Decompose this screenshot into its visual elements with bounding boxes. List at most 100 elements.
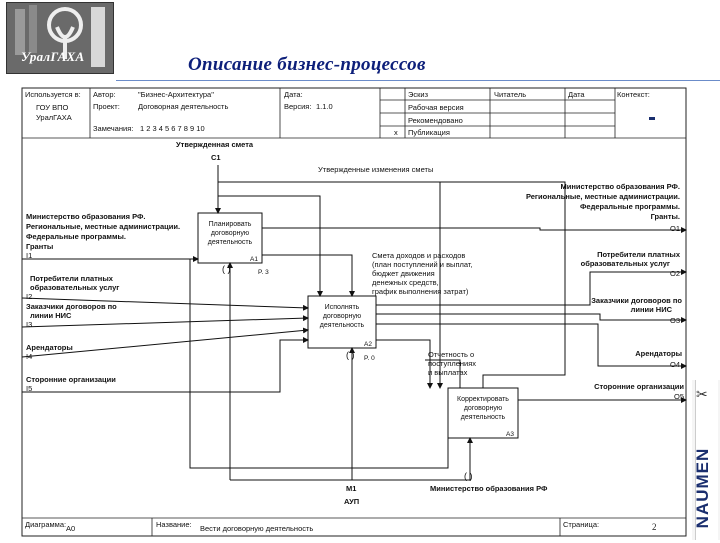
input-i1-id: I1 <box>26 251 32 260</box>
output-o5-label: Сторонние организации <box>594 382 684 391</box>
output-o1-id: O1 <box>670 224 680 233</box>
form-header <box>22 88 686 139</box>
output-o3-id: O3 <box>670 316 680 325</box>
arrow-c1-to-a2 <box>217 182 323 297</box>
arrow-o3 <box>376 313 687 323</box>
arrow-i4 <box>21 327 309 358</box>
a2-cost: P. 0 <box>364 355 375 362</box>
arrow-a3-feedback <box>440 181 566 388</box>
input-i1-line-2: Региональные, местные администрации. <box>26 222 180 231</box>
status-published-mark: x <box>394 128 398 137</box>
arrow-report-loop <box>425 359 461 388</box>
logo-graphic <box>7 3 113 73</box>
status-recommended: Рекомендовано <box>408 116 463 125</box>
mechanism-m1-id: M1 <box>346 484 356 493</box>
output-o1-line-3: Федеральные программы. <box>580 202 680 211</box>
brand-sidebar: ✂ NAUMEN <box>692 380 720 540</box>
output-o1-line-4: Гранты. <box>651 212 680 221</box>
context-marker <box>649 117 655 120</box>
tunnel-bracket-a3: ( ) <box>464 471 473 481</box>
top-annotation: Утвержденные изменения сметы <box>318 165 433 174</box>
activity-box-a2 <box>307 295 377 349</box>
logo-text: УралГАХА <box>21 49 85 64</box>
input-i5-id: I5 <box>26 384 32 393</box>
project-label: Проект: <box>93 102 120 111</box>
tunnel-bracket-a1: ( ) <box>222 264 231 274</box>
tunnel-bracket-a2: ( ) <box>346 350 355 360</box>
status-sketch: Эскиз <box>408 90 429 99</box>
arrow-m1-to-a3 <box>230 437 473 481</box>
project-value: Договорная деятельность <box>138 102 228 111</box>
author-value: "Бизнес-Архитектура" <box>138 90 214 99</box>
arrow-i2 <box>21 297 309 311</box>
arrow-o4 <box>376 323 687 369</box>
output-o4-label: Арендаторы <box>635 349 682 358</box>
form-footer <box>22 517 686 536</box>
date-label: Дата: <box>284 90 303 99</box>
page-label: Страница: <box>563 520 599 529</box>
diagram-frame <box>21 87 687 537</box>
output-o3-line-1: Заказчики договоров по <box>591 296 682 305</box>
a3-line-2: договорную <box>464 405 502 412</box>
diagram-label: Диаграмма: <box>25 520 66 529</box>
title-underline <box>116 80 720 81</box>
arrow-i3 <box>21 315 309 328</box>
output-o2-line-2: образовательных услуг <box>581 259 670 268</box>
input-i4-label: Арендаторы <box>26 343 73 352</box>
middle-annotation-line-2: (план поступлений и выплат, <box>372 260 473 269</box>
bottom-label: Министерство образования РФ <box>430 484 548 493</box>
a1-cost: P. 3 <box>258 269 269 276</box>
input-i3-id: I3 <box>26 320 32 329</box>
arrow-i1-to-a3 <box>189 259 449 469</box>
arrow-a1-to-a2 <box>262 254 355 297</box>
a1-line-1: Планировать <box>209 221 252 228</box>
output-o2-id: O2 <box>670 269 680 278</box>
output-o1-line-1: Министерство образования РФ. <box>561 182 680 191</box>
middle-annotation-line-4: денежных средств, <box>372 278 439 287</box>
mechanism-m1-label: АУП <box>344 497 359 506</box>
activity-box-a3 <box>447 387 519 439</box>
arrow-o2 <box>376 269 687 306</box>
input-i2-line-1: Потребители платных <box>30 274 114 283</box>
arrow-a2-to-a3 <box>376 339 433 389</box>
report-annotation-line-1: Отчетность о <box>428 350 474 359</box>
version-label: Версия: <box>284 102 311 111</box>
input-i3-line-2: линии НИС <box>30 311 72 320</box>
output-o1-line-2: Региональные, местные администрации. <box>526 192 680 201</box>
page-number: 2 <box>652 522 657 532</box>
used-at-label: Используется в: <box>25 90 81 99</box>
reader-date-label: Дата <box>568 90 585 99</box>
a3-line-3: деятельность <box>461 414 506 421</box>
a1-id: A1 <box>250 256 258 263</box>
output-o3-line-2: линии НИС <box>631 305 673 314</box>
context-label: Контекст: <box>617 90 650 99</box>
version-value: 1.1.0 <box>316 102 333 111</box>
middle-annotation-line-1: Смета доходов и расходов <box>372 251 465 260</box>
brand-name: NAUMEN <box>693 447 712 529</box>
activity-box-a1 <box>197 212 263 264</box>
a1-line-3: деятельность <box>208 239 253 246</box>
input-i5-label: Сторонние организации <box>26 375 116 384</box>
author-label: Автор: <box>93 90 116 99</box>
control-c1-label: Утвержденная смета <box>176 140 254 149</box>
input-i2-line-2: образовательных услуг <box>30 283 119 292</box>
input-i3-line-1: Заказчики договоров по <box>26 302 117 311</box>
middle-annotation-line-3: бюджет движения <box>372 269 435 278</box>
reader-label: Читатель <box>494 90 526 99</box>
status-published: Публикация <box>408 128 450 137</box>
university-logo: УралГАХА <box>6 2 114 74</box>
notes-value: 1 2 3 4 5 6 7 8 9 10 <box>140 124 205 133</box>
input-i2-id: I2 <box>26 292 32 301</box>
input-i1-line-4: Гранты <box>26 242 53 251</box>
scissors-icon: ✂ <box>696 386 708 402</box>
control-c1-id: C1 <box>211 153 221 162</box>
used-at-value-2: УралГАХА <box>36 113 72 122</box>
input-i1-line-3: Федеральные программы. <box>26 232 126 241</box>
input-i1-line-1: Министерство образования РФ. <box>26 212 145 221</box>
a1-line-2: договорную <box>211 230 249 237</box>
a3-line-1: Корректировать <box>457 396 509 403</box>
used-at-value-1: ГОУ ВПО <box>36 103 69 112</box>
output-o5-id: O5 <box>674 392 684 401</box>
name-value: Вести договорную деятельность <box>200 524 313 533</box>
